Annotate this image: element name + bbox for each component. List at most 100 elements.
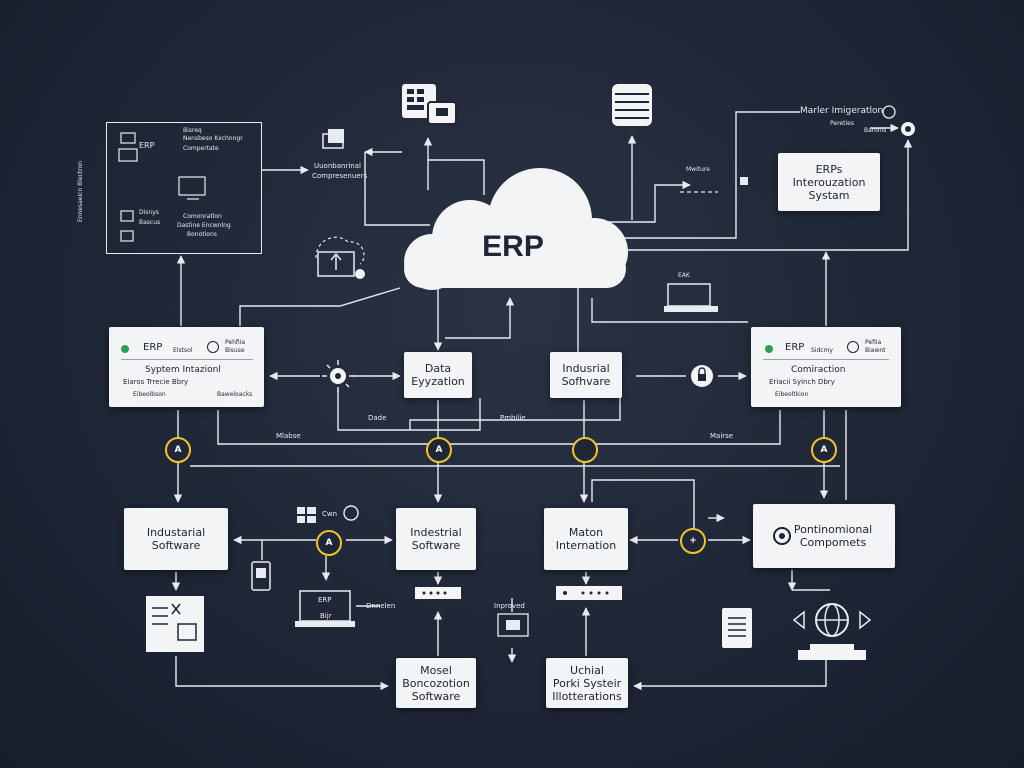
data-exploration-box[interactable]: Data Eyyzation	[404, 352, 472, 398]
data-box-line-2: Eyyzation	[411, 375, 465, 388]
mwiture-label: Mwiture	[686, 166, 710, 173]
components-gear-icon	[773, 527, 791, 545]
process-gear-icon	[322, 360, 354, 392]
maton-line-2: Internation	[555, 539, 617, 552]
database-icon	[612, 84, 652, 126]
erp-integration-system-box[interactable]: ERPs Interouzation Systam	[778, 153, 880, 211]
cloud-upload-icon	[315, 236, 365, 279]
panel-note-small-b: Bascus	[139, 219, 161, 226]
model-line-3: Software	[411, 689, 461, 703]
components-line-2: Compomets	[799, 536, 867, 549]
industrial-software-left-box[interactable]: Industarial Software	[124, 508, 228, 570]
status-green-dot	[121, 345, 129, 353]
erp-system-right-panel[interactable]: ERP Sidcmy Pefiia Biawnt Comiraction Eri…	[751, 327, 901, 407]
label-dade: Dade	[368, 414, 387, 422]
maton-internation-box[interactable]: Maton Internation	[544, 508, 628, 570]
left-erp-tag: Elstsol	[173, 347, 193, 354]
maton-line-1: Maton	[568, 526, 604, 539]
left-gear-icon	[207, 341, 219, 353]
badge-node-2[interactable]: A	[426, 437, 452, 463]
top-center-label-2: Compresenuers	[312, 172, 368, 180]
label-mairse: Mairse	[710, 432, 734, 440]
left-system-sub-2: Eibeolbson	[133, 391, 166, 398]
right-icon-note-a: Pefiia	[865, 339, 882, 346]
tablet-icon	[251, 561, 271, 591]
market-sub-a: Pereties	[830, 120, 854, 127]
model-decomposition-box[interactable]: Mosel Boncozotion Software	[396, 658, 476, 708]
windows-icon	[297, 507, 316, 523]
right-erp-label: ERP	[785, 342, 805, 353]
left-divider	[121, 359, 253, 360]
badge-node-6[interactable]: +	[680, 528, 706, 554]
clipboard-icon	[722, 608, 752, 648]
document-form-icon	[146, 596, 204, 652]
erp-integration-line-3: Systam	[808, 188, 850, 202]
right-system-sub-2: Eibeoltkion	[775, 391, 809, 398]
windows-label: Cwn	[322, 510, 338, 518]
panel-note-bottom-a: Comonratlon	[183, 213, 222, 220]
dashboard-chat-icon	[402, 84, 457, 125]
industrial-software-top-box[interactable]: Indusrial Sofhvare	[550, 352, 622, 398]
link-icon	[882, 105, 896, 119]
top-left-panel: ERP Bisreq Nensbeso Kxchnngr Compertate …	[106, 122, 262, 254]
left-system-sub-3: Baweloacks	[217, 391, 253, 398]
model-line-2: Boncozotion	[402, 676, 470, 690]
right-erp-tag: Sidcmy	[811, 347, 833, 354]
laptop-erp-line-1: ERP	[318, 596, 332, 604]
document-stack-icon	[322, 129, 344, 149]
industrial-center-line-1: Indestrial	[410, 526, 462, 539]
status-green-dot-right	[765, 345, 773, 353]
industrial-left-line-1: Industarial	[146, 526, 206, 539]
uchial-line-1: Uchial	[570, 663, 604, 677]
dnnelen-label: Dnnelen	[366, 602, 396, 610]
components-box[interactable]: Pontinomional Compomets	[753, 504, 895, 568]
market-sub-b: Baronls	[864, 127, 887, 134]
left-erp-label: ERP	[143, 342, 163, 353]
globe-network-icon	[792, 603, 872, 660]
right-system-title: Comiraction	[791, 365, 846, 375]
eak-label: EAK	[678, 272, 690, 279]
right-system-sub-1: Eriacii Syinch Dbry	[769, 378, 835, 386]
badge-1-text: A	[174, 445, 182, 455]
lock-icon	[691, 365, 713, 387]
uchial-line-2: Porki Systeir	[552, 676, 622, 690]
panel-note-mid-a: Nensbeso Kxchnngr	[183, 135, 243, 142]
laptop-icon	[664, 283, 718, 312]
uchial-systems-box[interactable]: Uchial Porki Systeir Illotterations	[546, 658, 628, 708]
left-icon-note-b: Bisuse	[225, 347, 245, 354]
laptop-erp-line-2: Bijr	[320, 612, 332, 620]
badge-2-text: A	[435, 445, 443, 455]
badge-4-text: A	[820, 445, 828, 455]
left-system-title: Syptem Intazionl	[145, 365, 221, 375]
panel-erp-label: ERP	[139, 141, 155, 150]
erp-integration-line-2: Interouzation	[792, 175, 866, 189]
panel-note-bottom-c: Bonotions	[187, 231, 217, 238]
right-gear-icon	[847, 341, 859, 353]
server-rack-icon-right	[556, 586, 622, 600]
badge-node-1[interactable]: A	[165, 437, 191, 463]
panel-note-small-a: Disnys	[139, 209, 159, 216]
industrial-top-line-2: Sofhvare	[561, 375, 611, 388]
label-pmbilie: Pmbilie	[500, 414, 526, 422]
left-icon-note-a: Pehfiia	[225, 339, 246, 346]
industrial-left-line-2: Software	[151, 539, 201, 552]
cloud-title: ERP	[482, 230, 544, 263]
label-mlabse: Mlabse	[276, 432, 301, 440]
components-line-1: Pontinomional	[793, 523, 873, 536]
industrial-top-line-1: Indusrial	[562, 362, 610, 375]
improved-label: Inproved	[494, 602, 525, 610]
badge-node-4[interactable]: A	[811, 437, 837, 463]
erp-integration-line-1: ERPs	[815, 162, 843, 176]
industrial-center-line-2: Software	[411, 539, 461, 552]
badge-node-5[interactable]: A	[316, 530, 342, 556]
connector-node-square	[740, 177, 748, 185]
industrial-software-center-box[interactable]: Indestrial Software	[396, 508, 476, 570]
monitor-node-icon	[497, 613, 529, 637]
target-icon	[901, 122, 915, 136]
badge-node-3[interactable]	[572, 437, 598, 463]
erp-system-left-panel[interactable]: ERP Elstsol Pehfiia Bisuse Syptem Intazi…	[109, 327, 264, 407]
market-integration-label: Marler Imigeratlon	[800, 106, 884, 116]
